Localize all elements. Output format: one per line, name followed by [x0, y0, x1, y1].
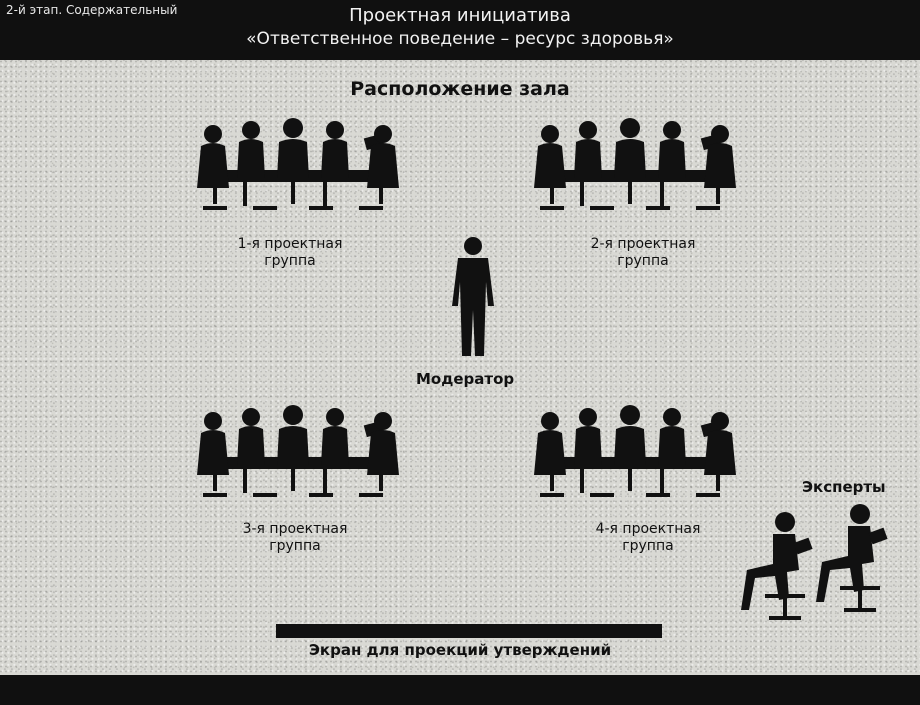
footer-bar	[0, 675, 920, 705]
group-1-table-illustration	[197, 118, 399, 210]
group-3-caption-line2: группа	[269, 538, 321, 554]
group-2-caption-line2: группа	[617, 253, 669, 269]
group-4-table-illustration	[534, 405, 736, 497]
header-title: Проектная инициатива	[349, 5, 571, 26]
moderator-figure	[452, 237, 494, 356]
group-4-caption-line1: 4-я проектная	[595, 521, 701, 537]
group-1-caption: 1-я проектная группа	[215, 236, 365, 270]
page-title: Расположение зала	[350, 78, 570, 100]
group-1-caption-line1: 1-я проектная	[237, 236, 343, 252]
group-3-table-illustration	[197, 405, 399, 497]
group-3-caption-line1: 3-я проектная	[242, 521, 348, 537]
header-subtitle: «Ответственное поведение – ресурс здоров…	[246, 29, 674, 49]
group-4-caption-line2: группа	[622, 538, 674, 554]
header-bar: 2-й этап. Содержательный Проектная иници…	[0, 0, 920, 60]
experts-figures	[741, 504, 888, 620]
group-1-caption-line2: группа	[264, 253, 316, 269]
group-2-caption-line1: 2-я проектная	[590, 236, 696, 252]
moderator-label: Модератор	[416, 370, 515, 388]
group-2-table-illustration	[534, 118, 736, 210]
group-2-caption: 2-я проектная группа	[568, 236, 718, 270]
projection-screen	[276, 624, 662, 638]
screen-label: Экран для проекций утверждений	[308, 641, 612, 659]
stage-label: 2-й этап. Содержательный	[6, 3, 178, 17]
group-4-caption: 4-я проектная группа	[573, 521, 723, 555]
group-3-caption: 3-я проектная группа	[220, 521, 370, 555]
experts-label: Эксперты	[802, 478, 886, 496]
